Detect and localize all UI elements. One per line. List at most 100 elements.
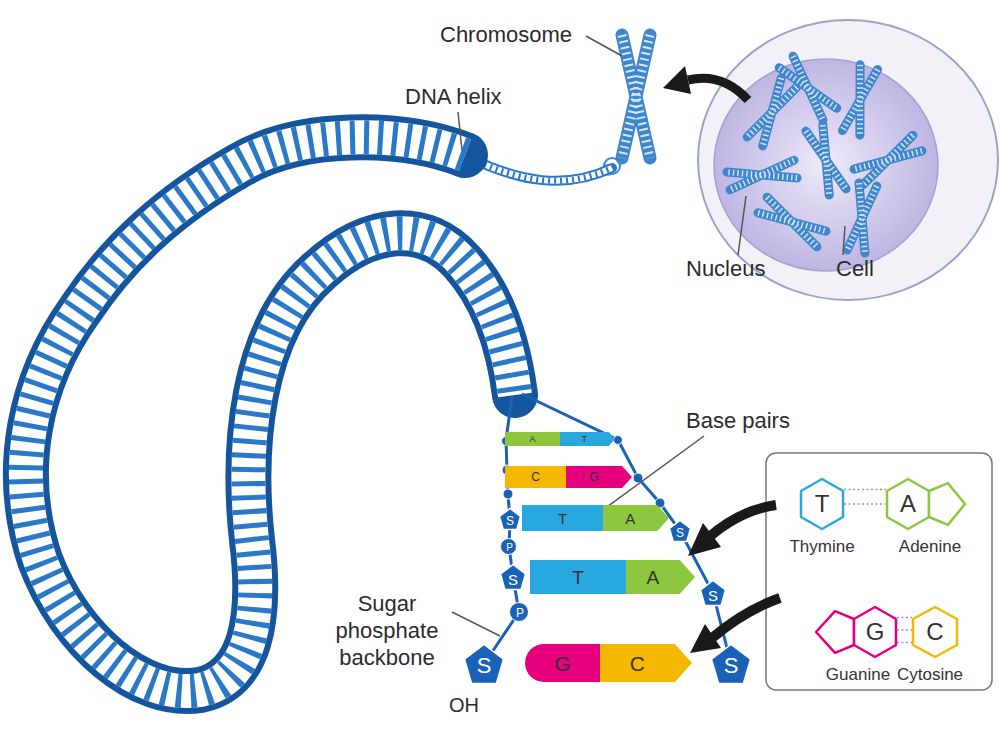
base-molecule: AAdenine bbox=[886, 478, 966, 530]
art-shape bbox=[458, 112, 462, 150]
shape-outline bbox=[886, 478, 966, 530]
base-bar: A bbox=[505, 432, 560, 446]
base-molecule: GGuanine bbox=[815, 606, 897, 658]
dna-helix-thin bbox=[468, 157, 612, 181]
base-letter: S bbox=[464, 644, 504, 686]
base-letter: S bbox=[693, 580, 733, 608]
art-shape bbox=[663, 66, 691, 94]
base-bar: A bbox=[626, 560, 695, 594]
base-bar: G bbox=[566, 466, 632, 488]
art-shape bbox=[738, 196, 746, 255]
base-letter: T bbox=[530, 560, 626, 594]
nucleus-outline bbox=[714, 59, 938, 271]
shape-outline bbox=[626, 560, 695, 594]
base-letter: P bbox=[500, 603, 540, 623]
base-letter: C bbox=[505, 466, 566, 488]
leader-line bbox=[452, 36, 845, 636]
base-bar: T bbox=[560, 432, 615, 446]
hydrogen-bond bbox=[844, 503, 886, 505]
art-shape bbox=[688, 78, 748, 100]
hydrogen-bond bbox=[897, 629, 912, 631]
base-letter: G bbox=[834, 606, 916, 658]
sugar-pentagon: S bbox=[500, 564, 526, 590]
base-letter: P bbox=[490, 539, 530, 556]
base-letter: G bbox=[561, 466, 627, 488]
art-shape bbox=[758, 197, 826, 247]
base-molecule: TThymine bbox=[800, 478, 844, 530]
sugar-pentagon: S bbox=[499, 508, 521, 530]
art-shape bbox=[806, 125, 846, 195]
sugar-pentagon: S bbox=[669, 520, 691, 542]
base-letter: G bbox=[525, 644, 600, 682]
art-shape bbox=[26, 137, 515, 691]
art-shape bbox=[26, 137, 515, 691]
part-label: Cell bbox=[836, 256, 874, 282]
shape-outline bbox=[600, 644, 692, 682]
art-shape bbox=[688, 523, 721, 556]
base-bar: C bbox=[600, 644, 692, 682]
base-letter: S bbox=[711, 644, 751, 686]
molecule-name: Cytosine bbox=[860, 666, 1000, 685]
base-letter: A bbox=[505, 432, 560, 446]
base-letter: A bbox=[597, 505, 663, 531]
sugar-pentagon: S bbox=[711, 644, 751, 684]
shape-fill bbox=[626, 560, 695, 594]
base-bar: T bbox=[522, 505, 603, 531]
molecule-name: Adenine bbox=[860, 538, 1000, 557]
shape-outline bbox=[566, 466, 632, 488]
art-shape bbox=[708, 505, 776, 538]
art-shape bbox=[468, 157, 612, 181]
base-letter: C bbox=[912, 606, 958, 658]
shape-fill bbox=[600, 644, 692, 682]
hydrogen-bond bbox=[844, 489, 886, 491]
art-shape bbox=[843, 226, 845, 255]
cell-chromosomes bbox=[727, 56, 922, 253]
art-shape bbox=[614, 436, 623, 445]
pointer-arrow bbox=[688, 505, 780, 653]
art-shape bbox=[452, 612, 500, 636]
art-shape bbox=[622, 35, 650, 158]
art-shape bbox=[503, 489, 513, 499]
shape-fill bbox=[816, 611, 854, 653]
base-letter: T bbox=[800, 478, 844, 530]
part-label: Chromosome bbox=[440, 22, 572, 48]
art-shape bbox=[468, 157, 612, 181]
dna-helix bbox=[26, 137, 515, 691]
base-letter: S bbox=[493, 564, 533, 592]
key-box bbox=[766, 453, 992, 690]
art-shape bbox=[779, 56, 836, 120]
base-bar: C bbox=[505, 466, 566, 488]
shape-fill bbox=[560, 432, 615, 446]
art-shape bbox=[843, 65, 878, 135]
art-shape bbox=[747, 78, 797, 146]
base-letter: T bbox=[522, 505, 603, 531]
shape-fill bbox=[603, 505, 669, 531]
part-label: OH bbox=[449, 693, 479, 717]
phosphate-circle: P bbox=[509, 602, 529, 622]
hydrogen-bond bbox=[897, 617, 912, 619]
art-shape bbox=[622, 35, 650, 158]
base-letter: S bbox=[660, 520, 700, 544]
art-shape bbox=[586, 36, 622, 56]
base-bar: G bbox=[525, 644, 600, 682]
art-shape bbox=[847, 183, 877, 253]
base-bar: T bbox=[530, 560, 626, 594]
base-letter: A bbox=[618, 560, 687, 594]
sugar-pentagon: S bbox=[464, 644, 504, 684]
base-molecule: CCytosine bbox=[912, 606, 958, 658]
base-letter: T bbox=[557, 432, 612, 446]
art-shape bbox=[622, 35, 650, 158]
shape-fill bbox=[913, 607, 957, 657]
part-label: Base pairs bbox=[686, 408, 790, 434]
shape-outline bbox=[560, 432, 615, 446]
backbone-strand bbox=[484, 394, 731, 664]
part-label: Sugar phosphate backbone bbox=[316, 590, 458, 671]
art-shape bbox=[622, 35, 650, 158]
shape-outline bbox=[815, 606, 897, 658]
part-label: Nucleus bbox=[686, 256, 765, 282]
art-shape bbox=[468, 157, 612, 181]
shape-fill bbox=[929, 483, 965, 525]
sugar-pentagon: S bbox=[700, 580, 726, 606]
